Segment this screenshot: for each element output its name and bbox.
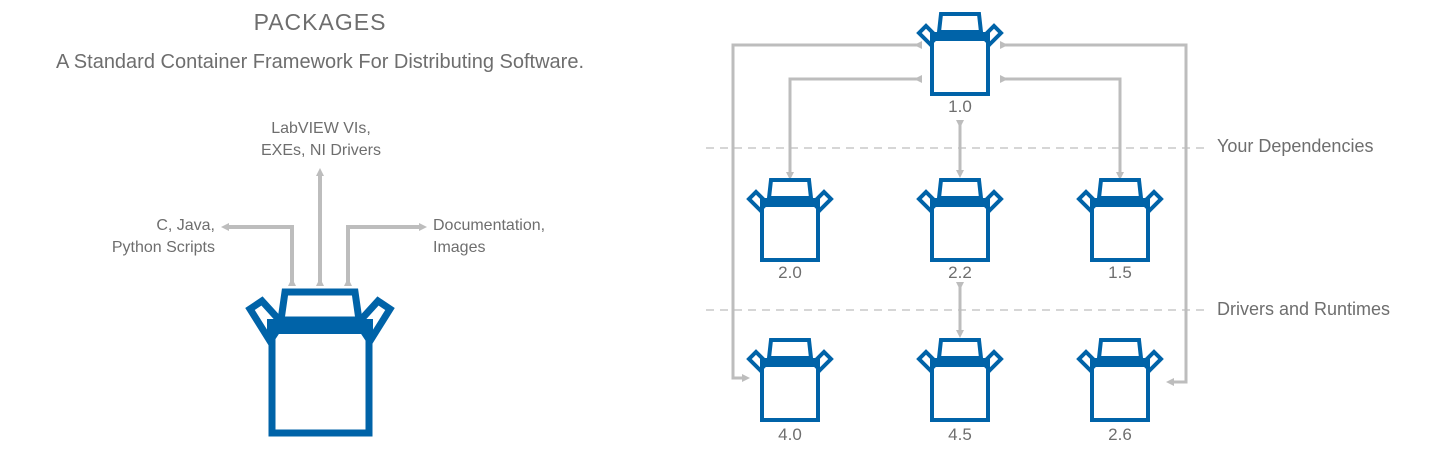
main-package-icon	[245, 288, 395, 437]
package-icon-drv-center	[917, 338, 1003, 422]
label-docs-line2: Images	[433, 239, 485, 256]
arrow-docs	[344, 223, 427, 286]
version-root: 1.0	[948, 97, 972, 116]
arrow-root-to-2-6	[1000, 41, 1188, 386]
arrow-root-to-4-0	[731, 41, 922, 382]
version-drv-center: 4.5	[948, 425, 972, 444]
page-subtitle: A Standard Container Framework For Distr…	[56, 51, 584, 73]
label-labview-line1: LabVIEW VIs,	[271, 120, 371, 137]
version-dep-right: 1.5	[1108, 263, 1132, 282]
version-dep-center: 2.2	[948, 263, 972, 282]
page-title: PACKAGES	[254, 9, 387, 35]
layer-label-dependencies: Your Dependencies	[1217, 136, 1373, 156]
layer-label-drivers: Drivers and Runtimes	[1217, 299, 1390, 319]
arrow-scripts	[221, 223, 296, 286]
package-icon-dep-right	[1077, 178, 1163, 262]
label-scripts-line1: C, Java,	[156, 217, 215, 234]
package-icon-root	[917, 12, 1003, 96]
label-docs-line1: Documentation,	[433, 217, 545, 234]
version-drv-right: 2.6	[1108, 425, 1132, 444]
package-icon-dep-center	[917, 178, 1003, 262]
label-labview-line2: EXEs, NI Drivers	[261, 142, 381, 159]
version-drv-left: 4.0	[778, 425, 802, 444]
package-icon-dep-left	[747, 178, 833, 262]
package-icon-drv-right	[1077, 338, 1163, 422]
label-scripts-line2: Python Scripts	[112, 239, 215, 256]
arrow-root-to-2-0	[786, 75, 922, 180]
package-icon-drv-left	[747, 338, 833, 422]
version-dep-left: 2.0	[778, 263, 802, 282]
arrow-root-to-1-5	[1000, 75, 1124, 180]
